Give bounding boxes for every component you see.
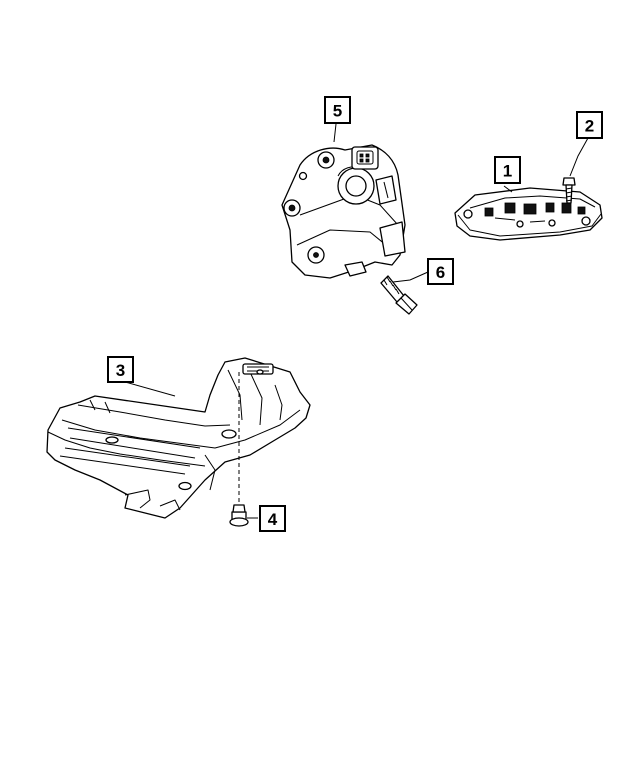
callout-5: 5 <box>324 96 351 124</box>
callout-4: 4 <box>259 505 286 532</box>
part-2-screw <box>562 177 576 204</box>
callout-6: 6 <box>427 258 454 285</box>
svg-text:4: 4 <box>268 510 278 529</box>
svg-text:1: 1 <box>503 162 512 181</box>
callout-3: 3 <box>107 356 134 383</box>
callout-1: 1 <box>494 156 521 184</box>
svg-text:6: 6 <box>436 263 445 282</box>
part-5-sensor-housing <box>281 144 406 279</box>
svg-text:5: 5 <box>333 102 342 121</box>
callout-2: 2 <box>576 111 603 139</box>
svg-text:3: 3 <box>116 361 125 380</box>
part-3-skid-plate <box>46 357 311 519</box>
part-4-bolt <box>229 372 249 527</box>
svg-text:2: 2 <box>585 117 594 136</box>
part-1-valve-body <box>454 187 603 241</box>
part-6-bolt <box>380 275 418 315</box>
